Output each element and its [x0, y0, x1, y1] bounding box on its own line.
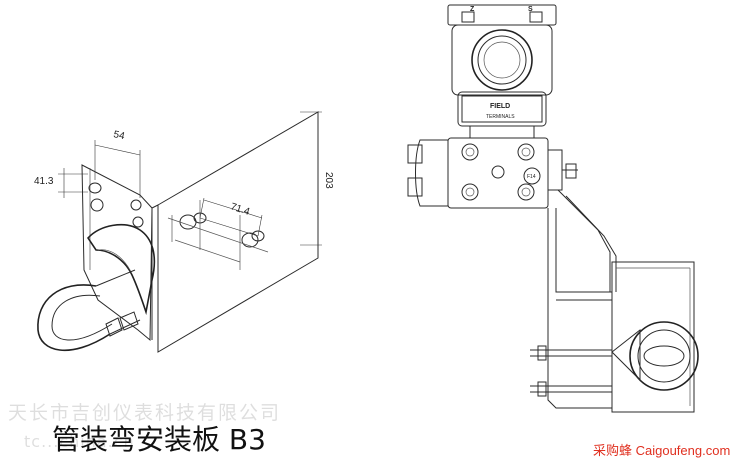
- terminal-s-label: S: [528, 6, 533, 13]
- drawing-caption: 管装弯安装板 B3: [52, 423, 266, 456]
- u-bolt: [37, 284, 111, 352]
- bent-flange: [81, 164, 153, 342]
- flange-bolt: [517, 143, 535, 161]
- dim-54-label: 54: [112, 129, 126, 142]
- display-window: [471, 29, 533, 91]
- mounting-bracket: [547, 208, 612, 409]
- plate-hole: [251, 230, 265, 242]
- bracket-isometric-view: 54 41.3 203 71.4: [34, 111, 334, 353]
- terminals-label: TERMINALS: [486, 114, 515, 120]
- flange-hole: [132, 216, 144, 228]
- terminal-s: [529, 11, 543, 23]
- transmitter-assembly-view: Z S FIELD TERMINALS: [407, 4, 699, 413]
- u-bolt-nut: [105, 317, 123, 337]
- mounting-pipe: [629, 321, 699, 391]
- f14-fitting: [523, 167, 541, 185]
- watermark-url: tc...china.cn: [24, 432, 135, 451]
- f14-label: F14: [527, 174, 536, 180]
- pipe-clamp-plate: [611, 261, 695, 413]
- watermark-company: 天长市吉创仪表科技有限公司: [8, 402, 282, 424]
- flange-hole: [130, 199, 142, 211]
- mounting-plate: [157, 111, 319, 353]
- side-vent: [547, 149, 563, 191]
- terminal-z: [461, 11, 475, 23]
- housing-body: [451, 24, 553, 96]
- terminal-z-label: Z: [470, 6, 475, 13]
- flange-bolt: [461, 183, 479, 201]
- flange-bolt: [517, 183, 535, 201]
- u-bolt-nut: [119, 311, 139, 331]
- bolt-nut: [537, 381, 547, 397]
- dim-203-label: 203: [323, 172, 334, 189]
- dim-41-3-label: 41.3: [34, 176, 54, 187]
- process-connection: [407, 144, 423, 164]
- pipe-saddle: [86, 223, 156, 316]
- flange-bolt: [461, 143, 479, 161]
- bolt-nut: [537, 345, 547, 361]
- plate-hole: [241, 232, 259, 248]
- flange-hole: [88, 182, 102, 194]
- field-label: FIELD: [490, 103, 510, 110]
- flange-hole: [90, 198, 104, 212]
- brand-watermark: 采购蜂 Caigoufeng.com: [593, 443, 731, 458]
